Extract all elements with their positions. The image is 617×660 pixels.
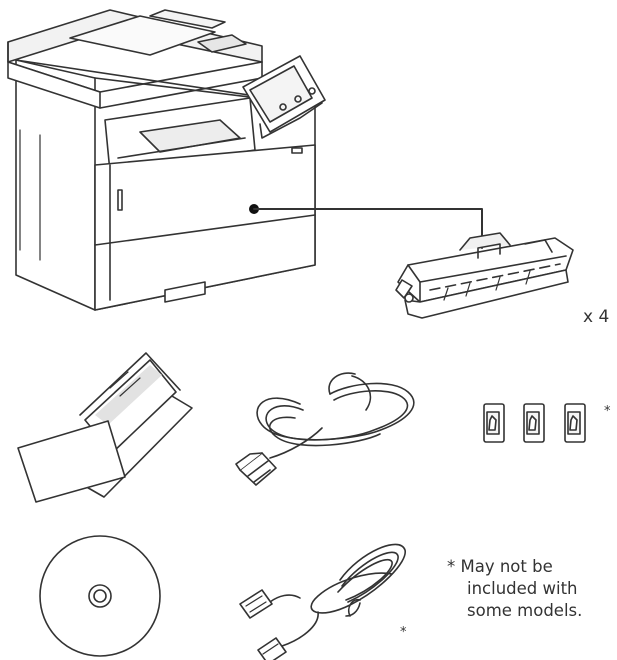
asterisk-cable: * [400,625,407,640]
footnote-line-3: some models. [467,601,583,620]
footnote-line-1: * May not be [447,557,553,576]
asterisk-labels: * [604,404,611,419]
toner-cartridge-icon [395,232,574,319]
quantity-label: x 4 [583,307,610,327]
footnote: * May not be included with some models. [447,556,617,622]
power-cord-icon [235,372,415,486]
cd-rom-icon [39,535,161,657]
manuals-icon [17,352,193,503]
printer-icon [7,9,483,311]
color-labels-icon [483,403,586,443]
footnote-line-2: included with [467,579,578,598]
telephone-cable-icon [239,543,406,660]
